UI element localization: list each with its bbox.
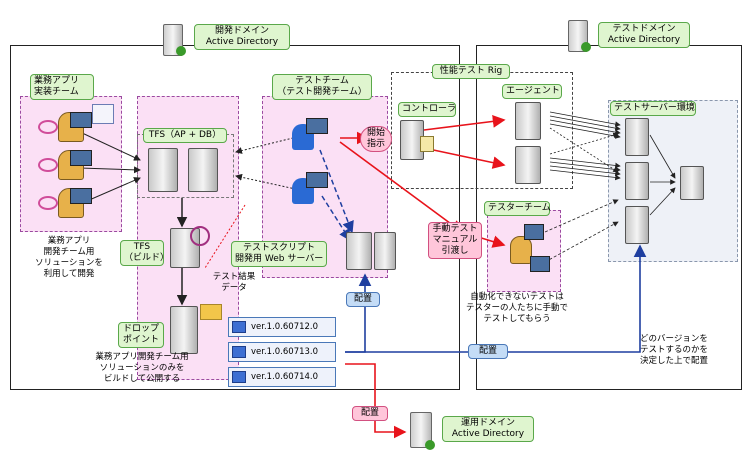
version-label: ver.1.0.60713.0 [251, 347, 319, 357]
deploy-callout-ops: 配置 [352, 406, 388, 421]
agent-server-icon [515, 146, 541, 184]
manual-tester-monitor-icon [530, 256, 550, 272]
tfs-build-label: TFS （ビルド） [120, 240, 169, 266]
controller-doc-icon [420, 136, 434, 152]
tfs-app-server-icon [148, 148, 178, 192]
test-domain-label: テストドメイン Active Directory [598, 22, 690, 48]
build-gear-icon [190, 226, 210, 246]
start-instruction-callout: 開始 指示 [360, 126, 392, 152]
ops-domain-check-icon [425, 440, 435, 450]
app-team-label: 業務アプリ 実装チーム [30, 74, 94, 100]
test-server-icon [625, 206, 649, 244]
tester-team-label: テスターチーム [484, 201, 551, 216]
tester-developer-monitor-icon [306, 172, 328, 188]
developer-monitor-icon [70, 188, 92, 204]
tester-developer-monitor-icon [306, 118, 328, 134]
manual-test-callout: 手動テスト マニュアル 引渡し [428, 222, 482, 259]
test-result-note: テスト結果 データ [212, 272, 256, 293]
ops-domain-server-icon [410, 412, 432, 448]
tfs-main-label: TFS（AP + DB） [143, 128, 227, 143]
version-label: ver.1.0.60712.0 [251, 322, 319, 332]
web-server-icon [346, 232, 372, 270]
version-label: ver.1.0.60714.0 [251, 372, 319, 382]
dev-tool-icon [38, 158, 58, 172]
test-db-server-icon [680, 166, 704, 200]
test-script-server-label: テストスクリプト 開発用 Web サーバー [231, 241, 327, 267]
package-icon [232, 371, 246, 383]
manual-test-note: 自動化できないテストは テスターの人たちに手動で テストしてもらう [465, 292, 568, 324]
version-select-note: どのバージョンを テストするのかを 決定した上で配置 [640, 334, 709, 366]
dev-tool-icon [38, 196, 58, 210]
deploy-callout-test: 配置 [468, 344, 508, 359]
test-domain-check-icon [581, 42, 591, 52]
perf-rig-label: 性能テスト Rig [432, 64, 510, 79]
version-row: ver.1.0.60714.0 [228, 367, 336, 387]
test-server-icon [625, 162, 649, 200]
package-icon [232, 346, 246, 358]
version-row: ver.1.0.60712.0 [228, 317, 336, 337]
package-icon [232, 321, 246, 333]
test-server-icon [625, 118, 649, 156]
agent-label: エージェント [502, 84, 562, 99]
test-server-env-label: テストサーバー環境 [610, 101, 696, 116]
folder-icon [200, 304, 222, 320]
developer-monitor-icon [70, 150, 92, 166]
dev-tool-icon [38, 120, 58, 134]
test-team-label: テストチーム （テスト開発チーム） [272, 74, 372, 100]
drop-server-icon [170, 306, 198, 354]
app-dev-note: 業務アプリ 開発チーム用 ソリューションを 利用して開発 [35, 236, 103, 279]
developer-monitor-icon [70, 112, 92, 128]
dev-domain-check-icon [176, 46, 186, 56]
agent-server-icon [515, 102, 541, 140]
build-publish-note: 業務アプリ開発チーム用 ソリューションのみを ビルドして公開する [95, 352, 189, 384]
manual-tester-monitor-icon [524, 224, 544, 240]
version-row: ver.1.0.60713.0 [228, 342, 336, 362]
deploy-callout-web: 配置 [346, 292, 380, 307]
manual-tester-icon [510, 236, 532, 264]
solution-window-icon [92, 104, 114, 124]
dev-domain-label: 開発ドメイン Active Directory [194, 24, 290, 50]
web-db-server-icon [374, 232, 396, 270]
ops-domain-label: 運用ドメイン Active Directory [442, 416, 534, 442]
controller-label: コントローラ [398, 102, 456, 117]
tfs-db-server-icon [188, 148, 218, 192]
drop-point-label: ドロップ ポイント [118, 322, 164, 348]
